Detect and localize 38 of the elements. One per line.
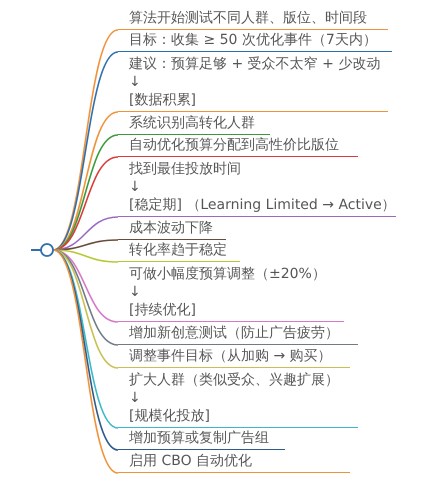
topic-text: 启用 CBO 自动优化 — [129, 452, 252, 470]
topic-node — [118, 241, 240, 262]
topic-text: 扩大人群（类似受众、兴趣扩展） — [129, 371, 339, 389]
topic-text: 自动优化预算分配到高性价比版位 — [129, 136, 339, 154]
topic-text: [稳定期] （Learning Limited → Active） — [129, 196, 396, 214]
topic-node — [118, 160, 396, 217]
topic-text: 调整事件目标（从加购 → 购买） — [129, 347, 332, 365]
topic-text: 增加预算或复制广告组 — [129, 429, 269, 447]
topic-node — [118, 347, 350, 368]
topic-text: 系统识别高转化人群 — [129, 114, 255, 132]
topic-text: ↓ — [129, 389, 141, 407]
topic-node — [118, 55, 388, 112]
topic-text: 成本波动下降 — [129, 219, 213, 237]
topic-text: [数据积累] — [129, 91, 196, 109]
topic-node — [118, 9, 388, 30]
topic-node — [118, 136, 358, 157]
topic-text: [规模化投放] — [129, 407, 210, 425]
topic-node — [118, 31, 392, 52]
topic-text: 转化率趋于稳定 — [129, 241, 227, 259]
topic-text: ↓ — [129, 178, 141, 196]
topic-node — [118, 114, 270, 135]
topic-node — [118, 324, 358, 345]
branch-line — [52, 249, 118, 263]
topic-node — [118, 219, 226, 240]
branch-line — [52, 239, 118, 251]
topic-text: 目标：收集 ≥ 50 次优化事件（7天内） — [129, 31, 377, 49]
topic-node — [118, 429, 285, 450]
topic-text: [持续优化] — [129, 301, 196, 319]
topic-text: 找到最佳投放时间 — [129, 160, 241, 178]
topic-text: 增加新创意测试（防止广告疲劳） — [129, 324, 339, 342]
topic-node — [118, 452, 350, 473]
topic-text: ↓ — [129, 73, 141, 91]
topic-text: 算法开始测试不同人群、版位、时间段 — [129, 9, 367, 27]
topic-text: 可做小幅度预算调整（±20%） — [129, 265, 326, 283]
topic-node — [118, 371, 358, 428]
topic-text: 建议：预算足够 + 受众不太窄 + 少改动 — [129, 55, 380, 73]
topic-text: ↓ — [129, 283, 141, 301]
topic-node — [118, 265, 344, 322]
